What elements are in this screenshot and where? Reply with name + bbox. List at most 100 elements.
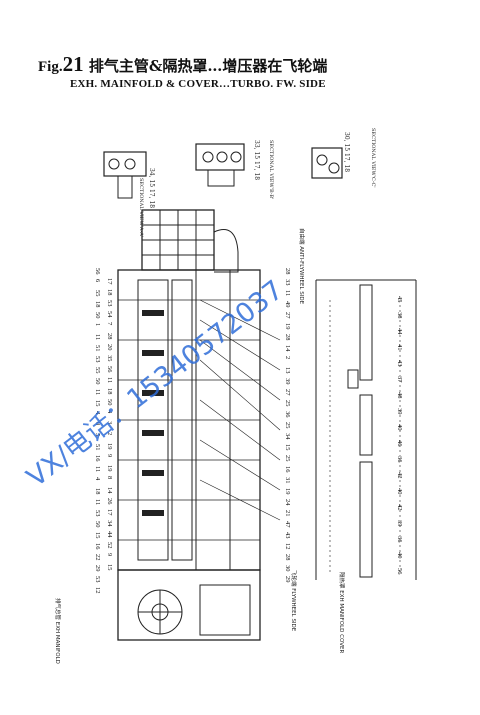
flywheel-side-label: 飞轮端 FLYWHEEL SIDE	[290, 570, 298, 632]
part-number-right-col-17: 56	[396, 568, 403, 575]
part-number-mid-col-10: 39	[284, 378, 291, 385]
part-number-right-col-10: 36	[396, 456, 403, 463]
part-number-right-col-5: 37	[396, 376, 403, 383]
part-number-left-col-b-12: 4	[106, 410, 113, 414]
part-number-callouts: 5665518501115153555011154855116114181153…	[94, 268, 403, 594]
part-number-left-col-b-7: 35	[106, 355, 113, 362]
turbocharger-block	[141, 209, 239, 273]
part-number-mid-col-18: 16	[284, 466, 291, 473]
section-view-a: 34, 15 17, 18 SECTIONAL VIEW'A-A'	[103, 151, 155, 237]
part-number-left-col-b-21: 17	[106, 509, 113, 516]
part-number-mid-col-3: 49	[284, 301, 291, 308]
part-number-left-col-a-13: 4	[94, 411, 101, 415]
exhaust-manifold-cover-view	[315, 279, 417, 580]
part-number-mid-col-2: 11	[284, 290, 291, 296]
part-number-left-col-a-14: 8	[94, 422, 101, 425]
part-number-mid-col-25: 12	[284, 543, 291, 550]
part-number-left-col-a-5: 1	[94, 323, 101, 326]
part-number-right-col-9: 46	[396, 440, 403, 447]
part-number-mid-col-23: 47	[284, 521, 291, 528]
part-number-left-col-a-26: 22	[94, 554, 101, 561]
part-number-left-col-a-29: 12	[94, 587, 101, 594]
part-number-left-col-b-17: 19	[106, 465, 113, 472]
part-number-mid-col-16: 15	[284, 444, 291, 451]
part-number-mid-col-8: 2	[284, 356, 291, 359]
part-number-left-col-b-3: 54	[106, 311, 113, 318]
part-number-left-col-a-17: 16	[94, 455, 101, 462]
part-number-left-col-b-16: 9	[106, 454, 113, 457]
part-number-left-col-a-8: 53	[94, 356, 101, 363]
section-a-label: SECTIONAL VIEW'A-A'	[138, 178, 144, 237]
part-number-left-col-b-25: 9	[106, 553, 113, 556]
section-b-parts: 33, 15 17, 18	[253, 140, 260, 180]
part-number-left-col-b-10: 18	[106, 388, 113, 395]
part-number-right-col-12: 40	[396, 488, 403, 495]
flywheel-housing	[117, 569, 261, 641]
section-b-label: SECTIONAL VIEW'B-B'	[268, 140, 274, 199]
part-number-left-col-b-2: 53	[106, 300, 113, 307]
part-number-right-col-15: 36	[396, 536, 403, 543]
part-number-left-col-b-4: 7	[106, 322, 113, 326]
part-number-mid-col-4: 27	[284, 312, 291, 319]
part-number-mid-col-13: 36	[284, 411, 291, 418]
part-number-mid-col-27: 30	[284, 565, 291, 572]
part-number-left-col-a-23: 50	[94, 521, 101, 528]
part-number-right-col-1: 38	[396, 312, 403, 319]
part-number-right-col-2: 44	[396, 328, 403, 335]
part-number-left-col-a-12: 15	[94, 400, 101, 407]
part-number-mid-col-0: 28	[284, 268, 291, 275]
part-number-left-col-a-24: 15	[94, 532, 101, 539]
figure-number: 21	[62, 52, 84, 76]
part-number-left-col-b-0: 17	[106, 278, 113, 285]
section-a-parts: 34, 15 17, 18	[148, 168, 155, 208]
part-number-mid-col-9: 13	[284, 367, 291, 374]
part-number-left-col-a-11: 11	[94, 389, 101, 395]
part-number-left-col-b-22: 34	[106, 520, 113, 527]
part-number-left-col-b-13: 3	[106, 421, 113, 424]
part-number-left-col-a-27: 29	[94, 565, 101, 572]
part-number-left-col-a-19: 4	[94, 477, 101, 481]
part-number-right-col-0: 45	[396, 296, 403, 303]
part-number-left-col-b-18: 8	[106, 476, 113, 479]
part-number-mid-col-1: 33	[284, 279, 291, 286]
part-number-left-col-a-4: 50	[94, 312, 101, 319]
part-number-mid-col-15: 34	[284, 433, 291, 440]
part-number-mid-col-19: 31	[284, 477, 291, 484]
part-number-mid-col-5: 19	[284, 323, 291, 330]
part-number-mid-col-20: 19	[284, 488, 291, 495]
part-number-left-col-b-1: 18	[106, 289, 113, 296]
figure-title-cn: 排气主管&隔热罩…增压器在飞轮端	[88, 57, 328, 75]
part-number-right-col-16: 40	[396, 552, 403, 559]
part-number-mid-col-28: 29	[284, 576, 291, 583]
part-number-left-col-b-19: 14	[106, 487, 113, 494]
engine-elevation	[117, 269, 281, 571]
part-number-left-col-b-11: 50	[106, 399, 113, 406]
part-number-left-col-b-6: 20	[106, 344, 113, 351]
exh-manifold-cover-label: 隔热罩 EXH MANIFOLD COVER	[338, 572, 346, 653]
part-number-mid-col-21: 24	[284, 499, 291, 506]
part-number-left-col-a-20: 18	[94, 488, 101, 495]
part-number-left-col-a-25: 16	[94, 543, 101, 550]
part-number-left-col-b-14: 2	[106, 432, 113, 435]
part-number-left-col-a-3: 18	[94, 301, 101, 308]
part-number-mid-col-17: 25	[284, 455, 291, 462]
part-number-left-col-a-28: 53	[94, 576, 101, 583]
part-number-left-col-b-9: 11	[106, 377, 113, 383]
part-number-right-col-7: 39	[396, 408, 403, 415]
part-number-right-col-14: 39	[396, 520, 403, 527]
part-number-left-col-a-2: 55	[94, 290, 101, 297]
anti-flywheel-side-label: 自由端 ANTI-FLYWHEEL SIDE	[298, 228, 306, 305]
part-number-right-col-4: 43	[396, 360, 403, 367]
part-number-left-col-a-0: 56	[94, 268, 101, 275]
section-c-parts: 30, 15 17, 18	[343, 132, 350, 172]
part-number-right-col-6: 48	[396, 392, 403, 399]
part-number-left-col-b-5: 28	[106, 333, 113, 340]
part-number-left-col-b-23: 44	[106, 531, 113, 538]
part-number-left-col-b-20: 26	[106, 498, 113, 505]
part-number-right-col-8: 40	[396, 424, 403, 431]
part-number-mid-col-24: 43	[284, 532, 291, 539]
part-number-left-col-a-10: 50	[94, 378, 101, 385]
part-number-left-col-a-16: 51	[94, 444, 101, 451]
exh-manifold-label: 排气总管 EXH MANIFOLD	[54, 598, 62, 664]
